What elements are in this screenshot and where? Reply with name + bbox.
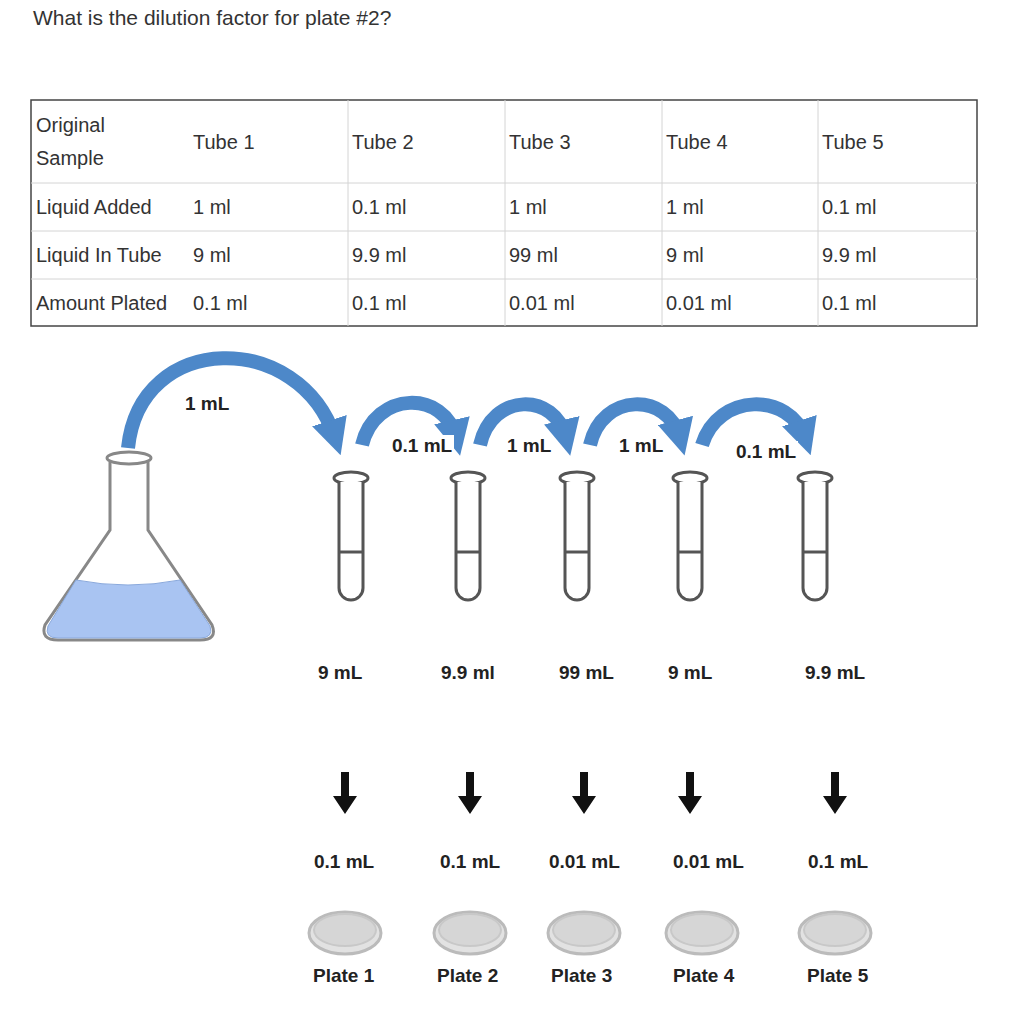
tube-volume: 9.9 ml xyxy=(441,662,495,684)
table-cell: 1 ml xyxy=(509,196,547,219)
flask xyxy=(44,452,214,640)
table-cell: 0.1 ml xyxy=(822,292,876,315)
row-header: Amount Plated xyxy=(36,292,167,315)
plate-label: Plate 2 xyxy=(437,965,498,987)
table-cell: 9 ml xyxy=(666,244,704,267)
transfer-volume: 1 mL xyxy=(505,435,553,457)
plate-label: Plate 3 xyxy=(551,965,612,987)
table-cell: 0.1 ml xyxy=(193,292,247,315)
plated-volume: 0.1 mL xyxy=(440,851,500,873)
plate-label: Plate 4 xyxy=(673,965,734,987)
table-header: Tube 4 xyxy=(666,131,728,154)
table-cell: 0.1 ml xyxy=(352,196,406,219)
table-header: Tube 5 xyxy=(822,131,884,154)
table-header: Original Sample xyxy=(36,109,146,175)
table-rules xyxy=(31,100,977,326)
petri-plates xyxy=(309,912,871,954)
table-header: Tube 2 xyxy=(352,131,414,154)
table-header: Tube 1 xyxy=(193,131,255,154)
row-header: Liquid In Tube xyxy=(36,244,162,267)
table-cell: 0.01 ml xyxy=(666,292,732,315)
transfer-volume: 0.1 mL xyxy=(390,435,454,457)
table-cell: 99 ml xyxy=(509,244,558,267)
table-cell: 1 ml xyxy=(193,196,231,219)
plated-volume: 0.1 mL xyxy=(314,851,374,873)
plated-volume: 0.01 mL xyxy=(673,851,744,873)
tube-volume: 9 mL xyxy=(318,662,362,684)
transfer-arrows xyxy=(128,358,805,448)
plate-label: Plate 1 xyxy=(313,965,374,987)
table-cell: 0.01 ml xyxy=(509,292,575,315)
row-header: Liquid Added xyxy=(36,196,152,219)
plate-label: Plate 5 xyxy=(807,965,868,987)
plated-volume: 0.01 mL xyxy=(549,851,620,873)
tube-volume: 9 mL xyxy=(668,662,712,684)
question-title: What is the dilution factor for plate #2… xyxy=(33,6,391,30)
table-cell: 0.1 ml xyxy=(352,292,406,315)
table-cell: 9.9 ml xyxy=(822,244,876,267)
table-cell: 9 ml xyxy=(193,244,231,267)
table-cell: 1 ml xyxy=(666,196,704,219)
table-header: Tube 3 xyxy=(509,131,571,154)
table-cell: 0.1 ml xyxy=(822,196,876,219)
tube-volume: 99 mL xyxy=(559,662,614,684)
transfer-volume: 0.1 mL xyxy=(734,441,798,463)
transfer-volume: 1 mL xyxy=(183,393,231,415)
plated-volume: 0.1 mL xyxy=(808,851,868,873)
table-border xyxy=(31,100,977,326)
table-cell: 9.9 ml xyxy=(352,244,406,267)
down-arrows xyxy=(333,772,847,814)
transfer-volume: 1 mL xyxy=(617,435,665,457)
test-tubes xyxy=(334,472,832,600)
tube-volume: 9.9 mL xyxy=(805,662,865,684)
